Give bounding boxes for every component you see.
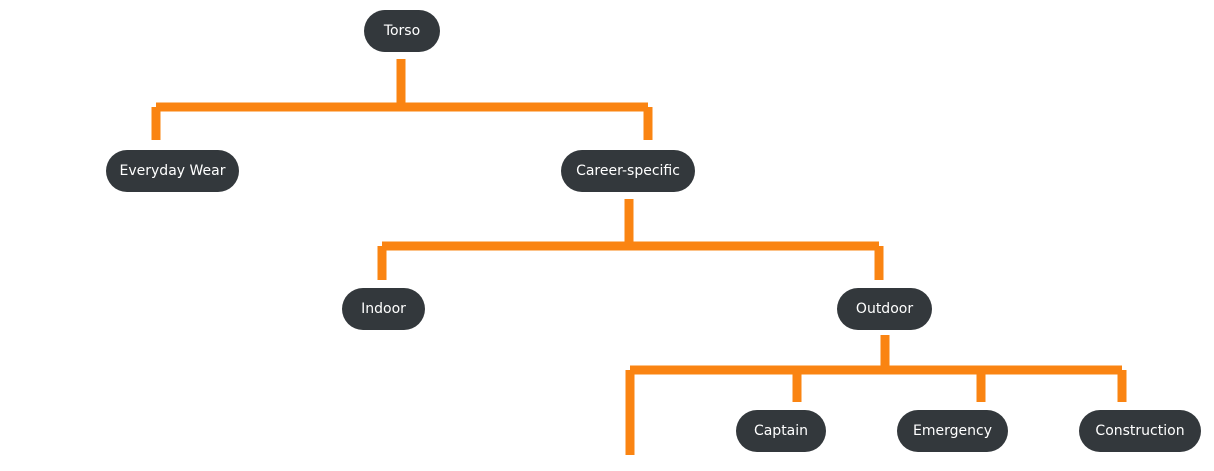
node-everyday-wear: Everyday Wear: [106, 150, 239, 192]
node-career-specific: Career-specific: [561, 150, 695, 192]
connector-career-specific: [377, 199, 884, 280]
node-construction: Construction: [1079, 410, 1201, 452]
node-captain: Captain: [736, 410, 826, 452]
node-torso: Torso: [364, 10, 440, 52]
connector-outdoor: [625, 335, 1127, 455]
node-indoor: Indoor: [342, 288, 425, 330]
node-emergency: Emergency: [897, 410, 1008, 452]
connector-torso: [151, 59, 653, 140]
node-outdoor: Outdoor: [837, 288, 932, 330]
